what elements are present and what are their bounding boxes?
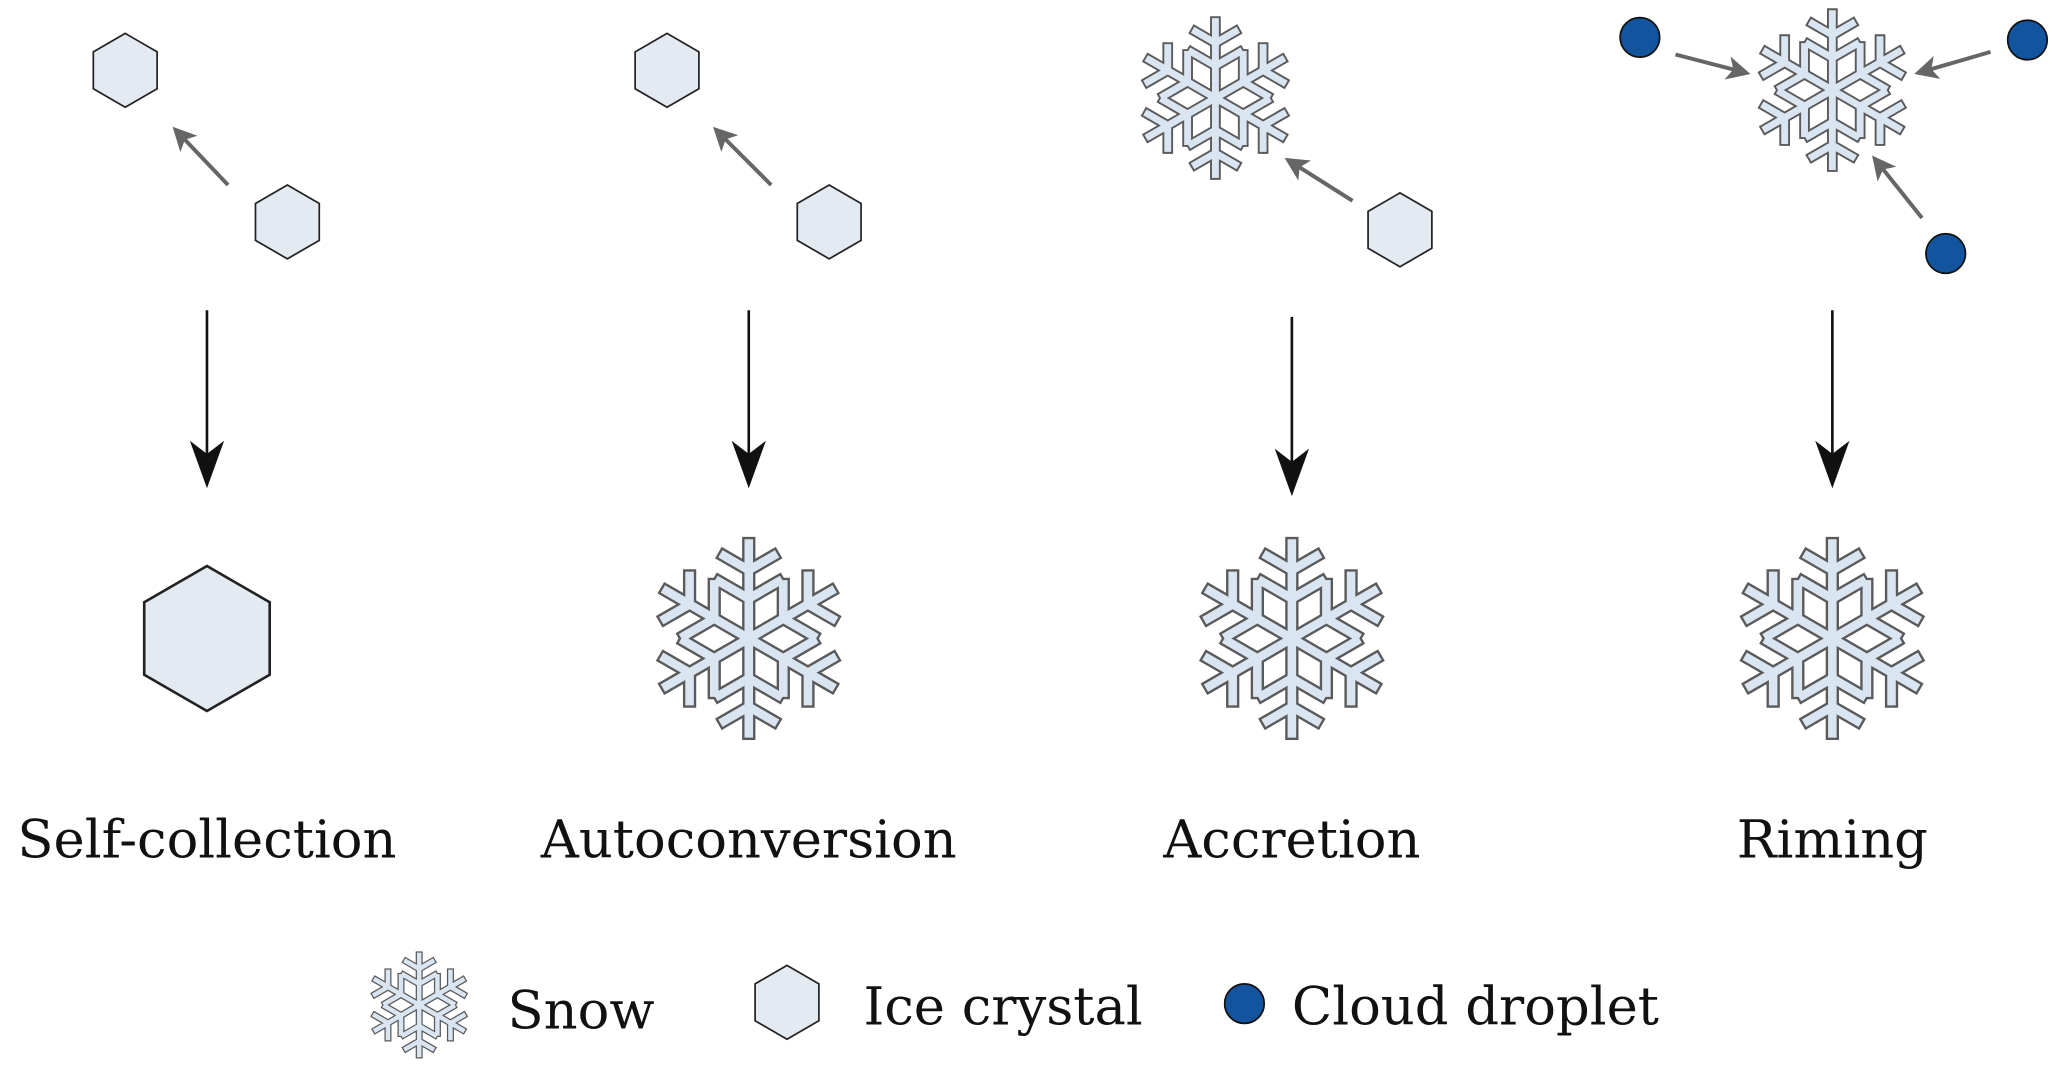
legend-label-ice-crystal: Ice crystal	[863, 977, 1142, 1038]
process-arrow	[189, 310, 225, 489]
snowflake-fill	[1760, 10, 1905, 170]
ice-crystal-icon	[142, 564, 272, 713]
arrow-head	[731, 440, 766, 489]
cloud-droplet-icon	[1223, 983, 1266, 1025]
arrow-head	[189, 440, 225, 489]
snowflake-fill	[1202, 539, 1382, 738]
ice-crystal-icon	[754, 964, 820, 1041]
small-arrow	[713, 126, 773, 187]
small-arrow	[1674, 52, 1751, 80]
snowflake-fill	[371, 952, 467, 1058]
label-riming: Riming	[1737, 809, 1928, 870]
ice-crystal-icon	[796, 184, 862, 260]
process-arrow	[1815, 310, 1850, 489]
small-arrow	[1914, 49, 1992, 79]
process-arrow	[1274, 316, 1310, 497]
legend-label-snow: Snow	[508, 981, 655, 1042]
legend-label-cloud-droplet: Cloud droplet	[1292, 977, 1659, 1038]
small-arrow	[1284, 157, 1354, 203]
ice-crystal-icon	[254, 184, 321, 260]
snowflake-icon	[655, 536, 842, 741]
snowflake-icon	[1140, 16, 1291, 180]
cloud-droplet-icon	[1925, 232, 1967, 275]
label-self-collection: Self-collection	[17, 809, 396, 870]
process-arrow	[731, 310, 766, 489]
small-arrow	[1872, 155, 1924, 220]
ice-crystal-icon	[92, 32, 158, 109]
snowflake-fill	[659, 539, 839, 738]
ice-crystal-icon	[634, 32, 700, 109]
snowflake-fill	[1143, 18, 1288, 178]
arrow-head	[1274, 448, 1310, 497]
small-arrow	[172, 126, 230, 187]
arrow-head	[1815, 440, 1850, 489]
cloud-droplet-icon	[2006, 19, 2049, 61]
ice-crystal-icon	[1367, 191, 1433, 268]
cloud-droplet-icon	[1619, 16, 1661, 58]
snowflake-icon	[1739, 536, 1926, 741]
snowflake-icon	[1757, 8, 1908, 172]
snowflake-icon	[370, 951, 469, 1059]
label-autoconversion: Autoconversion	[540, 809, 957, 870]
label-accretion: Accretion	[1162, 809, 1420, 870]
snowflake-icon	[1198, 536, 1385, 741]
snowflake-fill	[1742, 539, 1923, 738]
